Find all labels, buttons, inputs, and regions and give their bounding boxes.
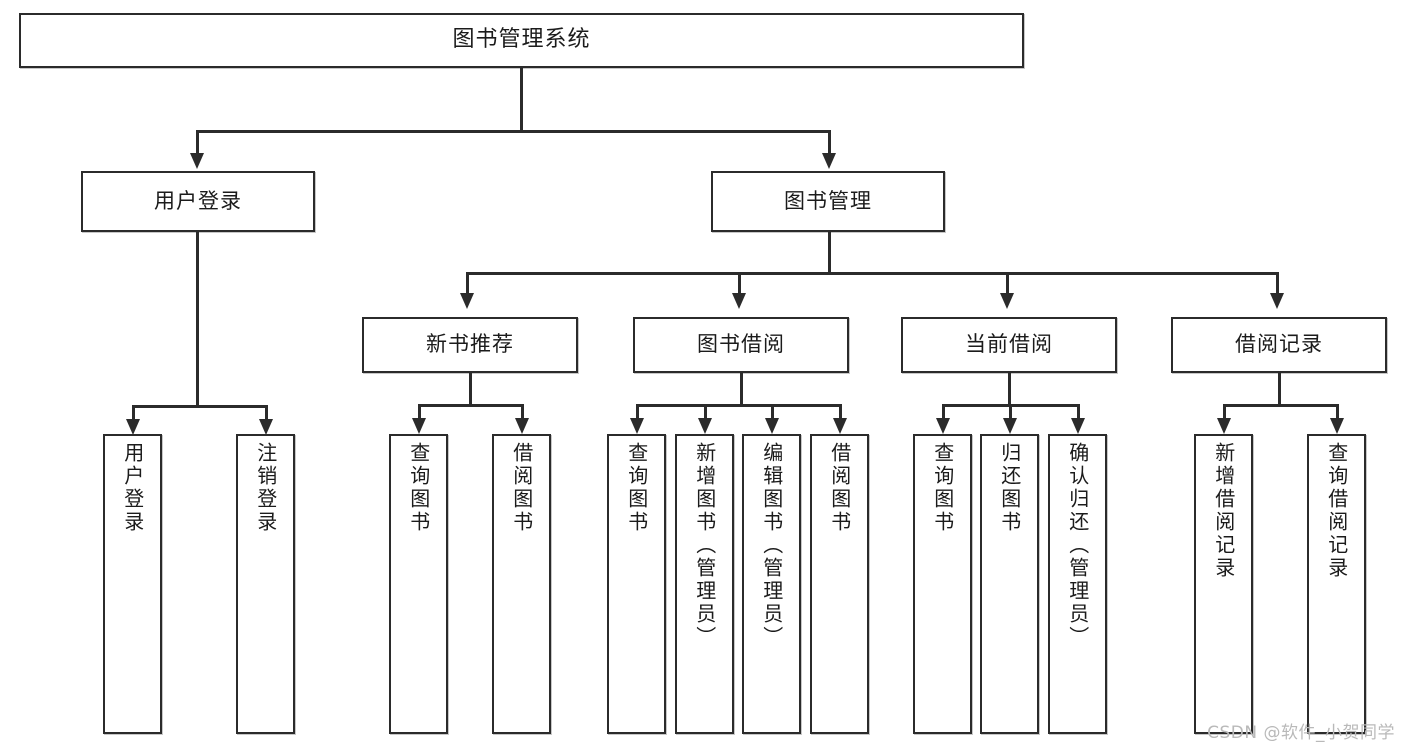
connector-borrow-record-drop-2 bbox=[1336, 404, 1339, 420]
leaf-borrow-book-1[interactable]: 借阅图书 bbox=[492, 434, 551, 734]
node-book-management[interactable]: 图书管理 bbox=[711, 171, 945, 232]
node-label: 查询借阅记录 bbox=[1324, 442, 1349, 580]
node-label: 查询图书 bbox=[624, 442, 649, 534]
leaf-return-book[interactable]: 归还图书 bbox=[980, 434, 1039, 734]
connector-book-borrow-drop-1 bbox=[636, 404, 639, 420]
connector-new-book-stem bbox=[469, 373, 472, 406]
node-current-borrow[interactable]: 当前借阅 bbox=[901, 317, 1117, 373]
node-label: 用户登录 bbox=[154, 188, 242, 213]
leaf-add-record[interactable]: 新增借阅记录 bbox=[1194, 434, 1253, 734]
connector-book-borrow-bus bbox=[637, 404, 841, 407]
arrow-to-leaf-logout-login bbox=[259, 419, 273, 435]
arrow-to-leaf-return-book bbox=[1003, 418, 1017, 434]
connector-new-book-drop-1 bbox=[418, 404, 421, 420]
connector-new-book-drop-2 bbox=[521, 404, 524, 420]
leaf-user-login[interactable]: 用户登录 bbox=[103, 434, 162, 734]
leaf-borrow-book-2[interactable]: 借阅图书 bbox=[810, 434, 869, 734]
connector-new-book-bus bbox=[419, 404, 523, 407]
leaf-query-book-1[interactable]: 查询图书 bbox=[389, 434, 448, 734]
node-label: 归还图书 bbox=[997, 442, 1022, 534]
connector-current-borrow-stem bbox=[1008, 373, 1011, 406]
node-root-system[interactable]: 图书管理系统 bbox=[19, 13, 1024, 68]
arrow-to-borrow-record bbox=[1270, 293, 1284, 309]
connector-book-borrow-drop-2 bbox=[704, 404, 707, 420]
arrow-to-new-book-recommend bbox=[460, 293, 474, 309]
connector-level2-drop-2 bbox=[828, 130, 831, 155]
connector-current-borrow-drop-2 bbox=[1009, 404, 1012, 420]
connector-user-login-drop-2 bbox=[265, 405, 268, 421]
connector-book-borrow-stem bbox=[740, 373, 743, 406]
leaf-edit-book[interactable]: 编辑图书（管理员） bbox=[742, 434, 801, 734]
arrow-to-leaf-query-book-2 bbox=[630, 418, 644, 434]
connector-root-stem bbox=[520, 68, 523, 131]
connector-book-management-stem bbox=[828, 232, 831, 274]
connector-borrow-record-drop-1 bbox=[1223, 404, 1226, 420]
node-label: 图书借阅 bbox=[697, 332, 785, 357]
node-label: 借阅图书 bbox=[509, 442, 534, 534]
arrow-to-leaf-edit-book bbox=[765, 418, 779, 434]
connector-level3-drop-1 bbox=[466, 272, 469, 295]
arrow-to-user-login bbox=[190, 153, 204, 169]
node-label: 借阅记录 bbox=[1235, 332, 1323, 357]
node-label: 当前借阅 bbox=[965, 332, 1053, 357]
node-label: 编辑图书（管理员） bbox=[759, 442, 784, 649]
node-label: 确认归还（管理员） bbox=[1065, 442, 1090, 649]
connector-level2-bus bbox=[197, 130, 830, 133]
connector-level2-drop-1 bbox=[196, 130, 199, 155]
connector-level3-drop-2 bbox=[738, 272, 741, 295]
connector-level3-drop-3 bbox=[1006, 272, 1009, 295]
node-borrow-record[interactable]: 借阅记录 bbox=[1171, 317, 1387, 373]
node-label: 注销登录 bbox=[253, 442, 278, 534]
node-label: 新书推荐 bbox=[426, 332, 514, 357]
leaf-query-record[interactable]: 查询借阅记录 bbox=[1307, 434, 1366, 734]
node-book-borrow[interactable]: 图书借阅 bbox=[633, 317, 849, 373]
connector-book-borrow-drop-3 bbox=[771, 404, 774, 420]
leaf-query-book-2[interactable]: 查询图书 bbox=[607, 434, 666, 734]
connector-level3-drop-4 bbox=[1276, 272, 1279, 295]
connector-current-borrow-drop-1 bbox=[942, 404, 945, 420]
node-label: 查询图书 bbox=[930, 442, 955, 534]
leaf-confirm-return[interactable]: 确认归还（管理员） bbox=[1048, 434, 1107, 734]
arrow-to-leaf-borrow-book-1 bbox=[515, 418, 529, 434]
arrow-to-leaf-query-book-1 bbox=[412, 418, 426, 434]
arrow-to-leaf-borrow-book-2 bbox=[833, 418, 847, 434]
connector-borrow-record-stem bbox=[1278, 373, 1281, 406]
arrow-to-leaf-confirm-return bbox=[1071, 418, 1085, 434]
node-new-book-recommend[interactable]: 新书推荐 bbox=[362, 317, 578, 373]
node-label: 用户登录 bbox=[120, 442, 145, 534]
arrow-to-current-borrow bbox=[1000, 293, 1014, 309]
connector-user-login-stem bbox=[196, 232, 199, 407]
leaf-query-book-3[interactable]: 查询图书 bbox=[913, 434, 972, 734]
arrow-to-leaf-user-login bbox=[126, 419, 140, 435]
node-label: 新增图书（管理员） bbox=[692, 442, 717, 649]
node-label: 新增借阅记录 bbox=[1211, 442, 1236, 580]
node-user-login[interactable]: 用户登录 bbox=[81, 171, 315, 232]
connector-borrow-record-bus bbox=[1224, 404, 1338, 407]
arrow-to-leaf-add-book bbox=[698, 418, 712, 434]
leaf-logout-login[interactable]: 注销登录 bbox=[236, 434, 295, 734]
connector-level3-bus bbox=[467, 272, 1278, 275]
connector-user-login-drop-1 bbox=[132, 405, 135, 421]
arrow-to-book-borrow bbox=[732, 293, 746, 309]
node-label: 图书管理 bbox=[784, 188, 872, 213]
leaf-add-book[interactable]: 新增图书（管理员） bbox=[675, 434, 734, 734]
node-label: 借阅图书 bbox=[827, 442, 852, 534]
arrow-to-leaf-add-record bbox=[1217, 418, 1231, 434]
node-label: 图书管理系统 bbox=[452, 27, 591, 53]
connector-user-login-bus bbox=[133, 405, 267, 408]
arrow-to-leaf-query-record bbox=[1330, 418, 1344, 434]
connector-current-borrow-drop-3 bbox=[1077, 404, 1080, 420]
arrow-to-leaf-query-book-3 bbox=[936, 418, 950, 434]
arrow-to-book-management bbox=[822, 153, 836, 169]
connector-book-borrow-drop-4 bbox=[839, 404, 842, 420]
node-label: 查询图书 bbox=[406, 442, 431, 534]
